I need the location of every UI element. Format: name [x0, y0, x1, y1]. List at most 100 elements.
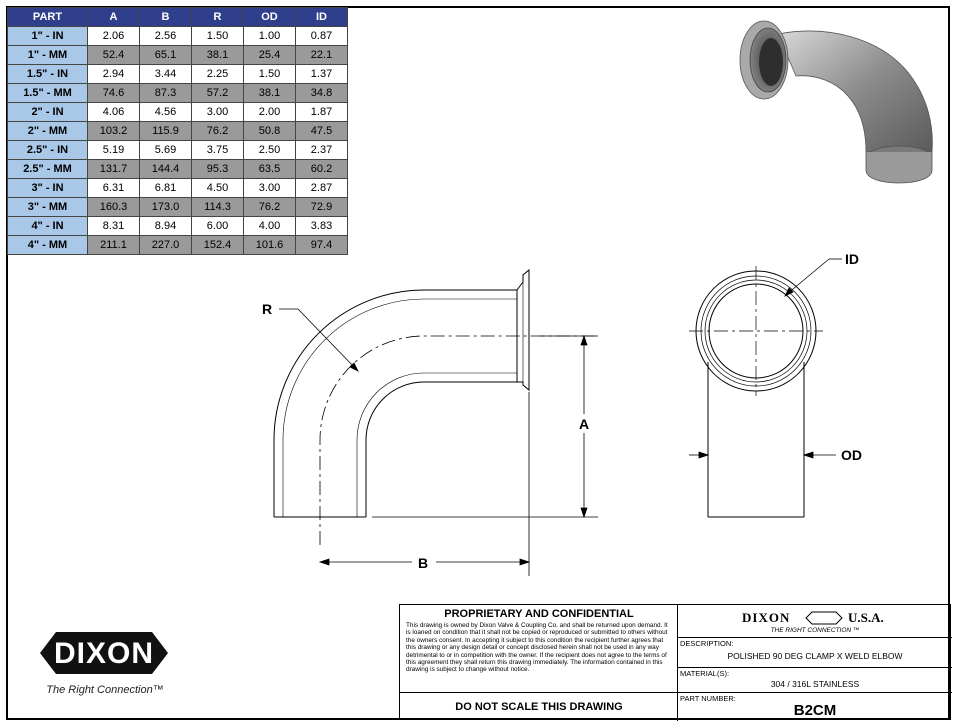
dim-a-arrow-top	[580, 334, 588, 346]
col-header-part: PART	[7, 7, 88, 27]
id-leader	[784, 258, 842, 297]
radius-leader-line	[297, 308, 357, 370]
label-id: ID	[845, 251, 859, 267]
cell-id: 2.87	[295, 178, 348, 198]
part-number-value: B2CM	[793, 702, 837, 719]
label-od: OD	[841, 447, 862, 463]
elbow-end-view	[689, 266, 823, 518]
cell-id: 1.37	[295, 64, 348, 84]
cell-od: 101.6	[243, 235, 296, 255]
cell-b: 3.44	[139, 64, 192, 84]
render-bore-shadow	[759, 38, 783, 86]
dim-b-arrow-left	[318, 558, 330, 566]
dimension-od	[689, 451, 836, 459]
cell-r: 6.00	[191, 216, 244, 236]
table-header-row: PART A B R OD ID	[7, 7, 348, 27]
radius-leader-arrow	[349, 362, 359, 372]
title-block: PROPRIETARY AND CONFIDENTIAL This drawin…	[399, 604, 952, 721]
cell-b: 65.1	[139, 45, 192, 65]
cell-b: 144.4	[139, 159, 192, 179]
cell-r: 1.50	[191, 26, 244, 46]
brand-tagline: THE RIGHT CONNECTION ™	[770, 627, 860, 634]
cell-r: 3.75	[191, 140, 244, 160]
cell-id: 1.87	[295, 102, 348, 122]
dim-od-arrow-right	[802, 451, 814, 459]
part-number-caption: PART NUMBER:	[680, 694, 736, 703]
dixon-logo: DIXON	[40, 632, 168, 674]
cell-part: 4" - MM	[7, 235, 88, 255]
part-number-row: PART NUMBER: B2CM	[678, 693, 952, 721]
material-caption: MATERIAL(S):	[680, 669, 730, 678]
description-row: DESCRIPTION: POLISHED 90 DEG CLAMP X WEL…	[678, 638, 952, 668]
dimension-a	[372, 334, 598, 519]
material-value: 304 / 316L STAINLESS	[770, 679, 860, 689]
cell-b: 4.56	[139, 102, 192, 122]
description-caption: DESCRIPTION:	[680, 639, 734, 648]
cell-part: 2.5" - MM	[7, 159, 88, 179]
col-header-od: OD	[243, 7, 296, 27]
label-a: A	[579, 416, 590, 432]
material-row: MATERIAL(S): 304 / 316L STAINLESS	[678, 668, 952, 693]
cell-b: 2.56	[139, 26, 192, 46]
cell-id: 97.4	[295, 235, 348, 255]
elbow-outer-wall	[273, 289, 517, 517]
dim-b-arrow-right	[519, 558, 531, 566]
proprietary-text: This drawing is owned by Dixon Valve & C…	[406, 622, 668, 674]
render-elbow-body	[777, 30, 933, 153]
dim-a-arrow-bottom	[580, 507, 588, 519]
brand-name: DIXON	[742, 610, 791, 625]
brand-row: DIXON U.S.A. THE RIGHT CONNECTION ™	[678, 605, 952, 638]
cell-part: 2" - MM	[7, 121, 88, 141]
cell-a: 2.06	[87, 26, 140, 46]
cell-part: 3" - IN	[7, 178, 88, 198]
cell-a: 131.7	[87, 159, 140, 179]
logo-hexagon	[40, 632, 168, 674]
cell-r: 152.4	[191, 235, 244, 255]
dim-od-arrow-left	[698, 451, 710, 459]
dimension-b	[318, 392, 531, 576]
cell-r: 4.50	[191, 178, 244, 198]
cell-id: 3.83	[295, 216, 348, 236]
elbow-centerline	[319, 335, 598, 545]
cell-r: 95.3	[191, 159, 244, 179]
no-scale-section: DO NOT SCALE THIS DRAWING	[400, 692, 678, 721]
col-header-b: B	[139, 7, 192, 27]
proprietary-title: PROPRIETARY AND CONFIDENTIAL	[444, 608, 634, 620]
col-header-id: ID	[295, 7, 348, 27]
cell-od: 4.00	[243, 216, 296, 236]
cell-b: 115.9	[139, 121, 192, 141]
cell-a: 2.94	[87, 64, 140, 84]
render-weld-tube	[865, 152, 933, 184]
cell-part: 2" - IN	[7, 102, 88, 122]
id-leader-line	[786, 258, 830, 295]
cell-od: 50.8	[243, 121, 296, 141]
logo-wordmark: DIXON	[54, 637, 154, 670]
logo-tagline: The Right Connection™	[46, 684, 164, 696]
elbow-3d-render	[739, 20, 933, 184]
elbow-side-view	[273, 268, 598, 545]
cell-part: 3" - MM	[7, 197, 88, 217]
cell-part: 1.5" - MM	[7, 83, 88, 103]
radius-leader	[279, 308, 359, 372]
cell-b: 5.69	[139, 140, 192, 160]
cell-id: 72.9	[295, 197, 348, 217]
cell-r: 76.2	[191, 121, 244, 141]
cell-od: 63.5	[243, 159, 296, 179]
cell-r: 3.00	[191, 102, 244, 122]
label-r: R	[262, 301, 273, 317]
no-scale-text: DO NOT SCALE THIS DRAWING	[455, 701, 623, 713]
label-b: B	[418, 555, 429, 571]
cell-od: 1.00	[243, 26, 296, 46]
cell-id: 22.1	[295, 45, 348, 65]
cell-id: 47.5	[295, 121, 348, 141]
